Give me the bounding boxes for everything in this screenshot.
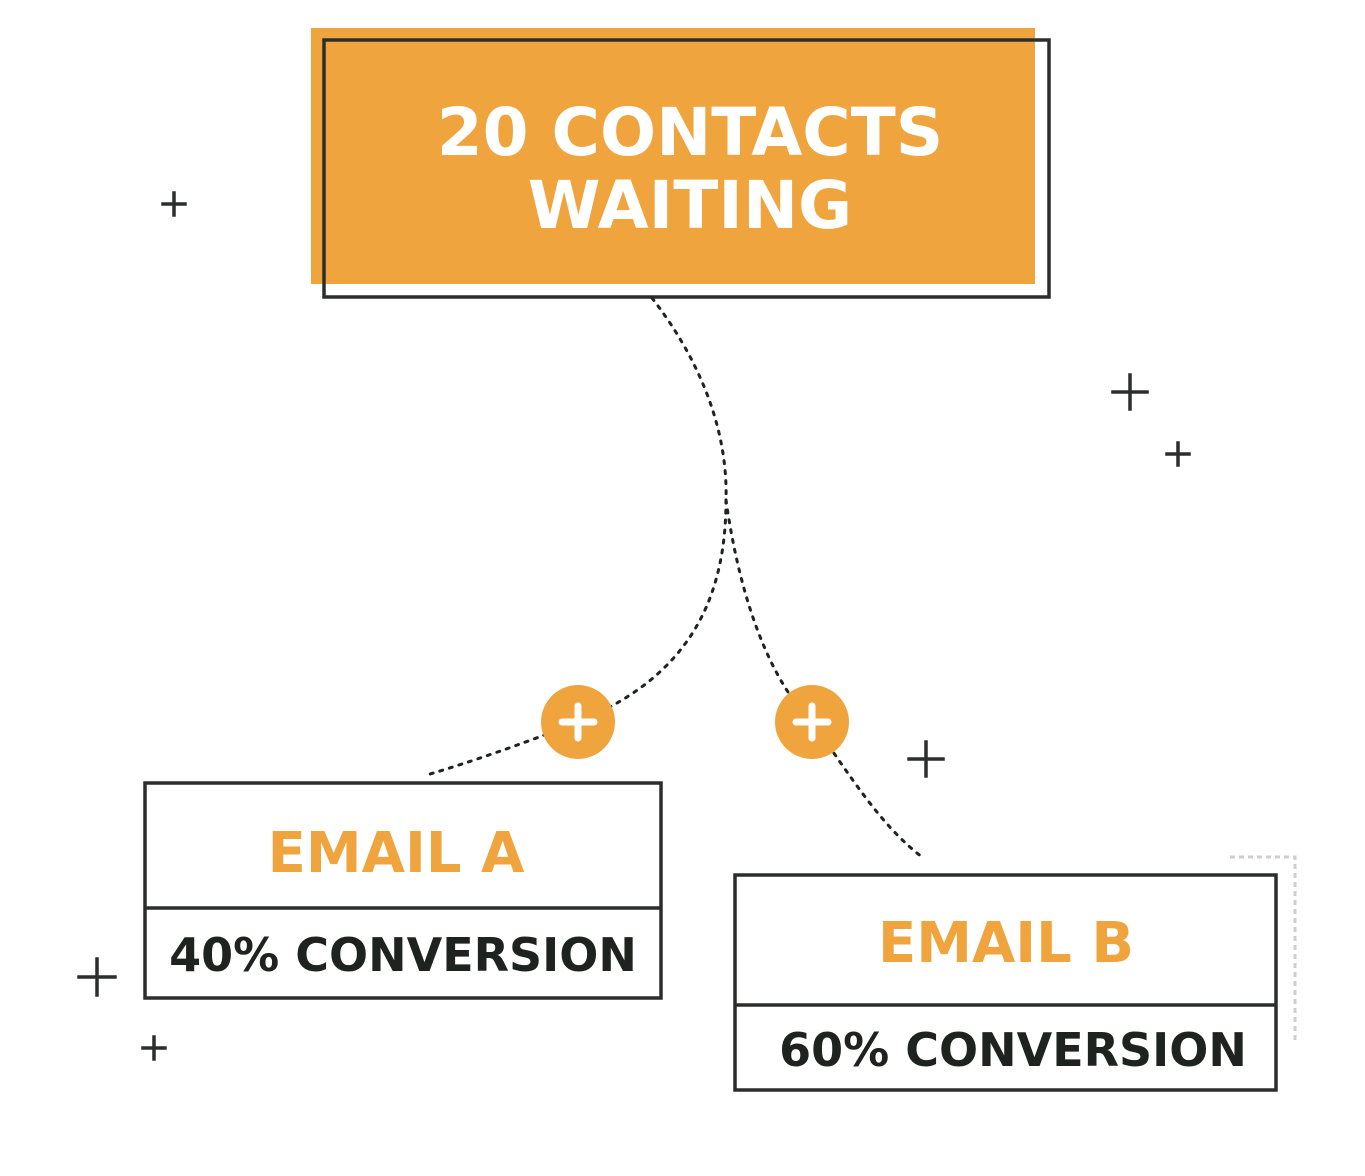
- email-b-card: EMAIL B 60% CONVERSION: [733, 855, 1297, 1092]
- plus-circle-icon: [541, 685, 615, 759]
- plus-sign-icon: [907, 740, 945, 778]
- plus-sign-icon: [77, 957, 117, 997]
- header-line-1: 20 CONTACTS: [437, 94, 944, 171]
- email-b-conversion: 60% CONVERSION: [779, 1023, 1247, 1077]
- connector-header-to-split: [650, 296, 728, 502]
- plus-sign-icon: [161, 191, 187, 217]
- connector-to-email-b: [724, 498, 924, 859]
- plus-sign-icon: [141, 1035, 167, 1061]
- email-b-dashed-corner: [1230, 855, 1297, 1042]
- plus-circle-icon: [775, 685, 849, 759]
- plus-sign-icon: [1111, 373, 1149, 411]
- email-b-title: EMAIL B: [878, 911, 1134, 976]
- email-a-title: EMAIL A: [268, 821, 525, 886]
- contacts-waiting-block: 20 CONTACTS WAITING: [311, 28, 1051, 299]
- connector-lines: [428, 296, 924, 859]
- email-b-outline: [733, 873, 1278, 1092]
- email-a-conversion: 40% CONVERSION: [169, 928, 637, 982]
- email-a-outline: [143, 781, 663, 1000]
- header-fill: [311, 28, 1035, 284]
- email-a-card: EMAIL A 40% CONVERSION: [143, 781, 663, 1000]
- header-line-2: WAITING: [528, 167, 852, 244]
- plus-sign-icon: [1165, 441, 1191, 467]
- header-outline: [322, 38, 1051, 299]
